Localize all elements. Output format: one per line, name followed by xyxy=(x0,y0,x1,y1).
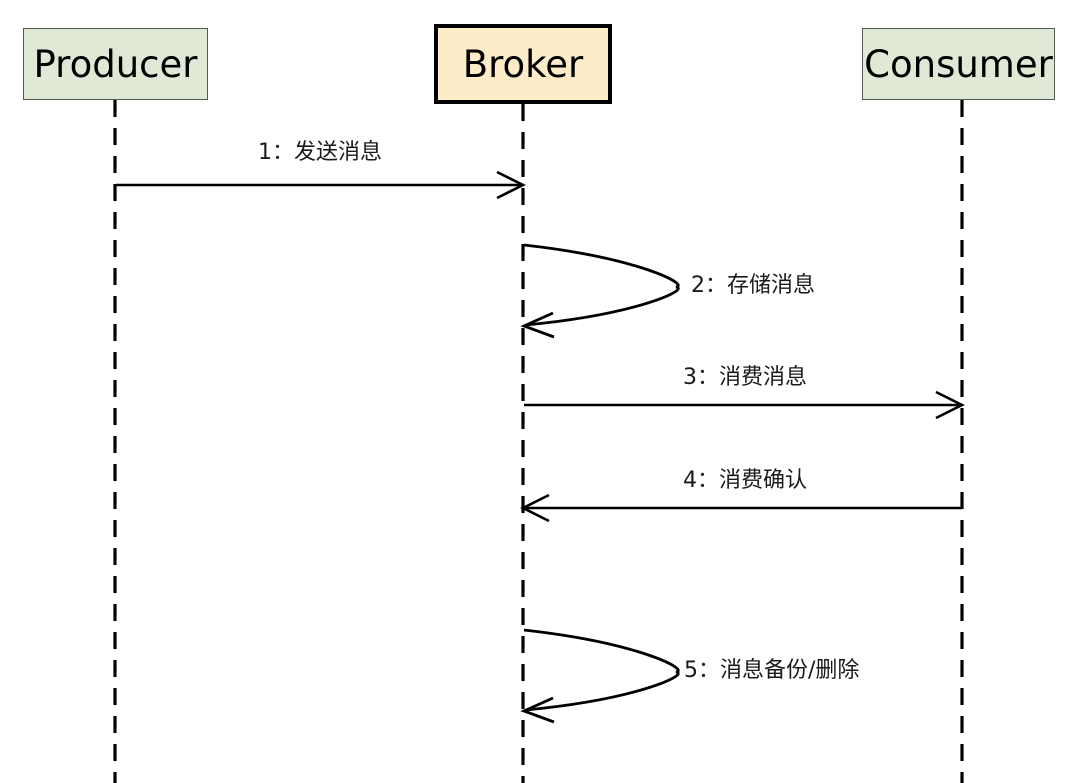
message-label-1: 1：发送消息 xyxy=(258,140,382,165)
message-arrow-5[interactable] xyxy=(520,628,680,724)
participant-box-consumer[interactable]: Consumer xyxy=(862,28,1055,100)
participant-box-broker[interactable]: Broker xyxy=(434,24,612,104)
message-arrow-4[interactable] xyxy=(520,493,962,523)
message-label-4: 4：消费确认 xyxy=(683,468,807,493)
message-label-3: 3：消费消息 xyxy=(683,365,807,390)
message-label-2: 2：存储消息 xyxy=(691,273,815,298)
participant-label-broker: Broker xyxy=(462,42,584,86)
participant-label-consumer: Consumer xyxy=(864,42,1053,86)
participant-label-producer: Producer xyxy=(33,42,198,86)
message-arrow-2[interactable] xyxy=(520,243,680,339)
participant-box-producer[interactable]: Producer xyxy=(23,28,208,100)
message-label-5: 5：消息备份/删除 xyxy=(684,658,860,683)
message-arrow-1[interactable] xyxy=(116,170,526,200)
message-arrow-3[interactable] xyxy=(524,390,965,420)
